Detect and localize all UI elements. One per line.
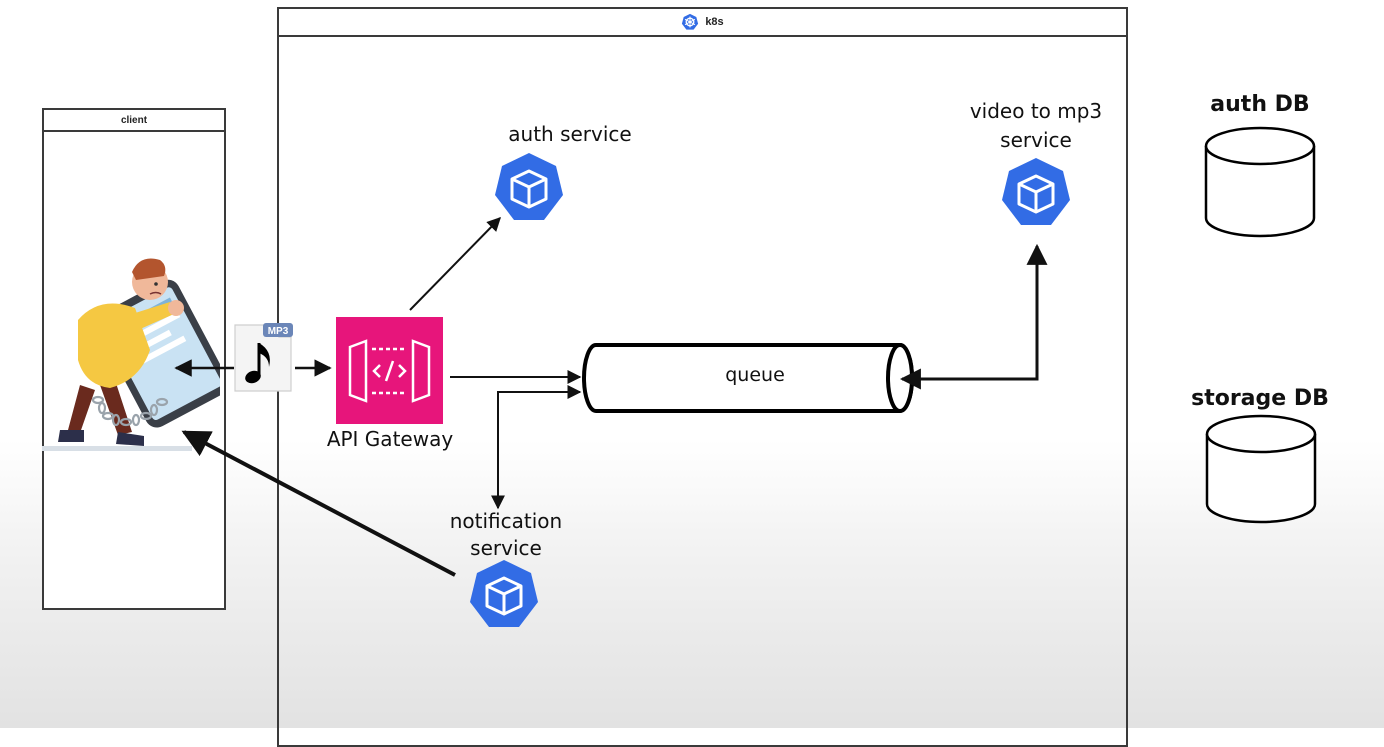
- converter-service-pod-icon[interactable]: [999, 156, 1073, 230]
- storage-db-label: storage DB: [1191, 386, 1329, 411]
- music-note-icon: [245, 343, 270, 384]
- converter-service-label-line2: service: [1000, 128, 1072, 152]
- chained-person-phone-illustration: [42, 258, 220, 451]
- auth-service-pod-icon[interactable]: [492, 151, 566, 225]
- api-gateway-label: API Gateway: [326, 427, 454, 451]
- notification-service-pod-icon[interactable]: [467, 558, 541, 632]
- k8s-frame-header: k8s: [279, 9, 1126, 37]
- client-frame-header: client: [44, 110, 224, 132]
- converter-service-label-line1: video to mp3: [969, 99, 1103, 123]
- mp3-file-icon: MP3: [234, 323, 293, 392]
- storage-db-cylinder[interactable]: [1204, 414, 1318, 526]
- auth-db-cylinder[interactable]: [1203, 126, 1317, 240]
- mp3-badge-label: MP3: [268, 326, 289, 337]
- k8s-frame-title: k8s: [705, 16, 724, 28]
- notification-service-label-line1: notification: [449, 509, 563, 533]
- kubernetes-icon: [682, 13, 699, 30]
- auth-service-label: auth service: [508, 122, 632, 146]
- client-frame-title: client: [120, 114, 148, 126]
- notification-service-label-line2: service: [470, 536, 542, 560]
- queue-label: queue: [725, 364, 785, 386]
- api-gateway-icon[interactable]: [336, 317, 443, 424]
- auth-db-label: auth DB: [1210, 92, 1310, 117]
